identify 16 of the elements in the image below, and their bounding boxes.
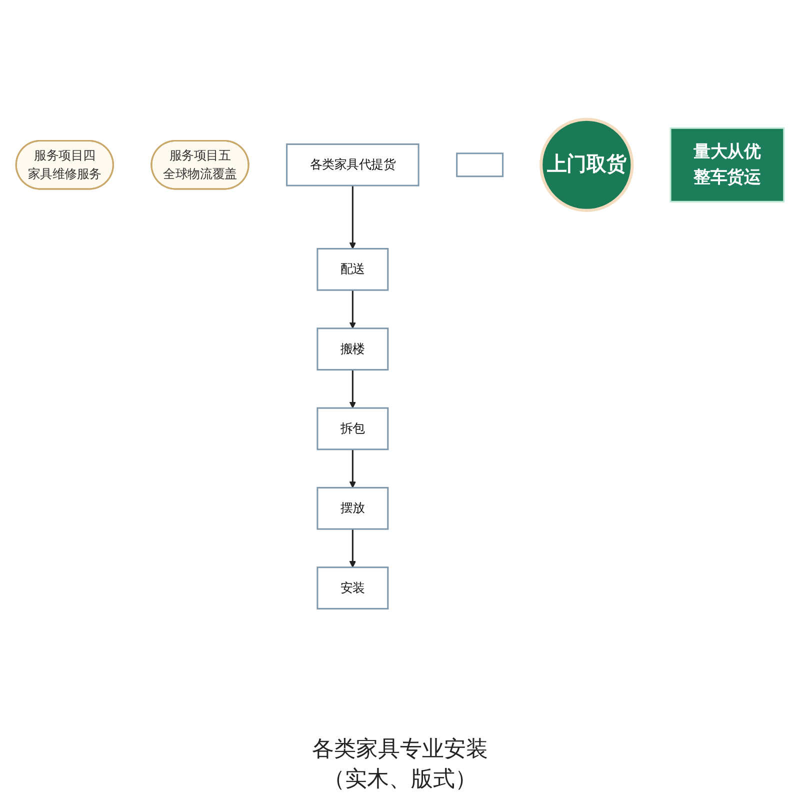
- node-box: 安装: [316, 566, 389, 610]
- arrow: [349, 529, 356, 568]
- note-text: 各类家具专业安装: [312, 736, 488, 764]
- node-box: 量大从优 整车货运: [670, 127, 785, 202]
- arrow: [349, 370, 356, 408]
- arrow: [349, 186, 356, 250]
- arrow: [349, 290, 356, 329]
- node-box: 摆放: [316, 486, 389, 530]
- node-box: 拆包: [316, 407, 389, 450]
- note-text: （实木、版式）: [322, 766, 478, 794]
- node-box: 搬楼: [316, 328, 389, 370]
- node-box: [456, 152, 504, 178]
- node-box: 各类家具代提货: [286, 143, 420, 186]
- node-box: 配送: [316, 248, 389, 291]
- arrow: [349, 449, 356, 488]
- node-circle: 上门取货: [540, 118, 634, 212]
